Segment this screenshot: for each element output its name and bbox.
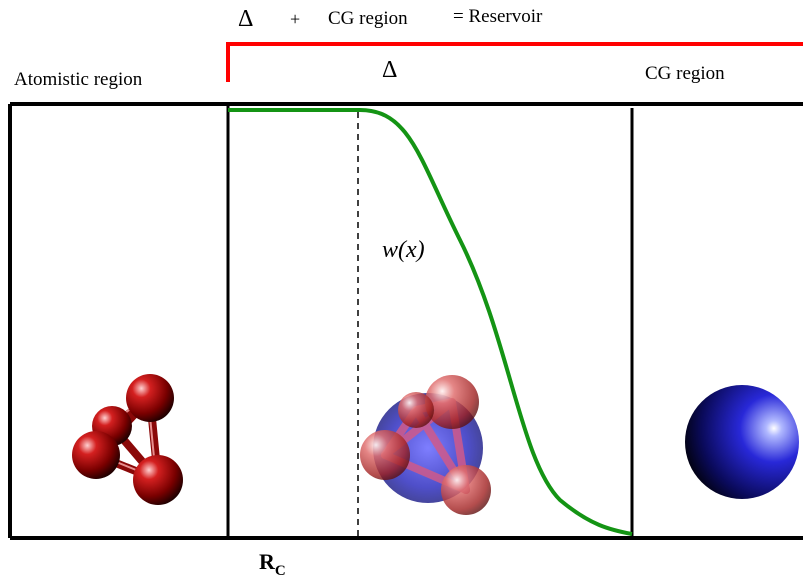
weighting-function-label: w(x) [382, 237, 425, 263]
reservoir-bracket [226, 42, 803, 82]
hybrid-molecule [360, 375, 491, 515]
cg-sphere [685, 385, 799, 499]
atomistic-molecule [72, 374, 183, 505]
delta-region-label: Δ [382, 57, 398, 83]
weighting-function-curve [228, 108, 633, 536]
header-cg-region: CG region [328, 8, 408, 29]
atomistic-region-label: Atomistic region [14, 69, 143, 90]
header-equals-reservoir: = Reservoir [453, 6, 543, 27]
cg-region-label: CG region [645, 63, 725, 84]
rc-label: RC [259, 549, 286, 580]
header-plus: + [290, 9, 301, 29]
rc-label-sub: C [274, 563, 286, 579]
header-delta: Δ [238, 6, 254, 32]
rc-label-main: R [259, 549, 275, 574]
